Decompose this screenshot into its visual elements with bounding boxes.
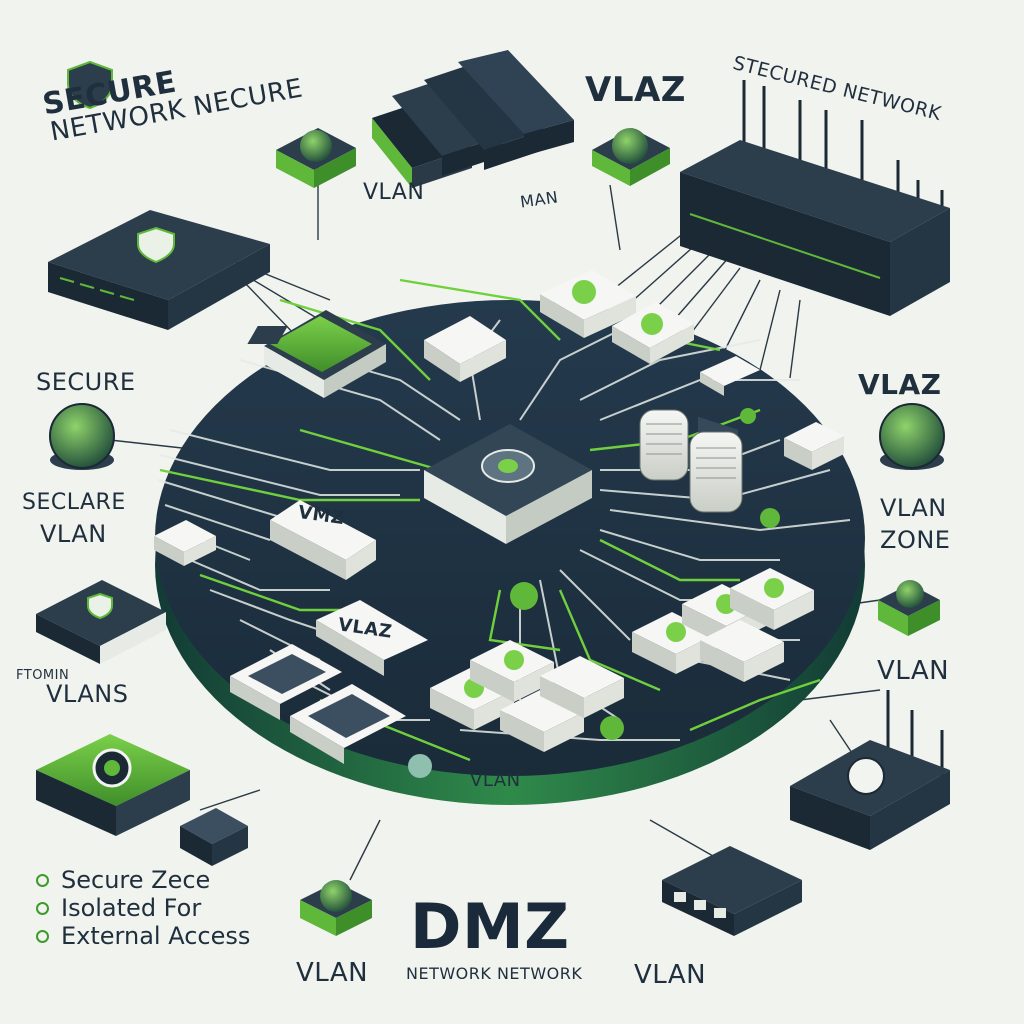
server-card-top [247,316,506,382]
label-seclare: SECLARE [22,490,126,515]
label-vlan-center: VLAN [470,770,521,791]
legend-item-label: Secure Zece [61,866,211,894]
legend-item: Isolated For [36,894,250,922]
switch-stack-top [372,50,574,188]
label-vlaz-right: VLAZ [858,368,942,401]
label-network-network: NETWORK NETWORK [406,964,583,983]
vlaz-card [316,600,428,676]
globe-device-bottom [300,880,372,936]
label-dmz: DMZ [410,890,570,963]
router-top-left [48,210,270,330]
panel-left-2 [290,684,406,764]
central-router [424,424,592,544]
node-dots [408,408,780,778]
label-vlan-zone-line2: ZONE [880,526,951,554]
label-vlan-top: VLAN [363,180,425,205]
label-vlan-right: VLAN [877,656,950,686]
label-vlans: VLANS [46,680,129,708]
shield-icon [137,226,175,264]
server-card-top-right [540,270,636,338]
switch-bottom [662,846,802,936]
title-vlaz: VLAZ [585,70,686,110]
label-ftomin: FTOMIN [16,668,70,683]
vmz-card [270,500,376,580]
vpn-device-left [36,734,190,836]
legend-item: Secure Zece [36,866,250,894]
label-secure-left: SECURE [36,368,136,396]
switch-small-left [180,808,248,866]
globe-device-right [878,580,940,636]
bullet-icon [36,873,49,887]
label-vlan-left: VLAN [40,520,107,548]
label-vlan-zone-line1: VLAN [880,494,947,522]
switch-green-left [264,310,386,398]
globe-device-top [276,128,356,188]
server-card-left [154,520,216,566]
server-cluster-bottom [430,640,624,752]
legend: Secure Zece Isolated For External Access [36,866,250,950]
label-vlan-bottom-left: VLAN [296,958,369,988]
panel-left-1 [230,644,342,720]
server-card-mid-right [700,356,760,396]
router-bottom-right [790,690,950,850]
legend-item-label: Isolated For [61,894,202,922]
globe-device-top-right [592,128,670,186]
bullet-icon [36,901,49,915]
server-tower-2 [689,431,743,513]
bullet-icon [36,929,49,943]
label-vlan-bottom-right: VLAN [634,960,707,990]
legend-item: External Access [36,922,250,950]
legend-item-label: External Access [61,922,251,950]
server-card-far-right [784,422,844,470]
firewall-left [36,580,166,664]
server-card-right [612,302,694,364]
server-cluster-right [632,568,814,682]
shield-icon [67,60,113,110]
globe-right [879,403,945,470]
server-tower-1 [639,409,689,481]
router-rack-right [680,80,950,474]
globe-left [49,403,115,470]
shield-icon [87,592,113,620]
